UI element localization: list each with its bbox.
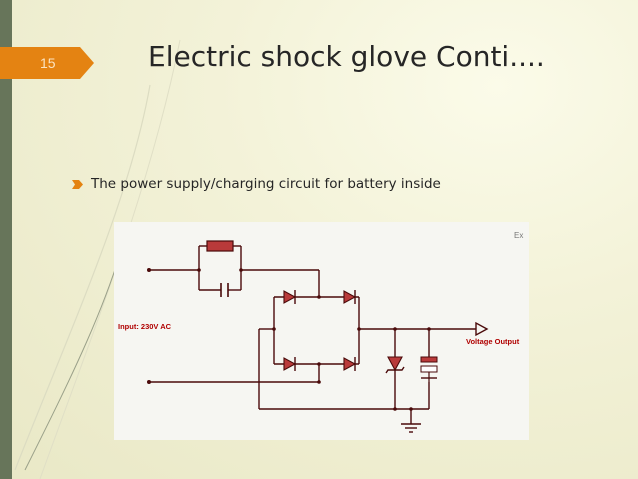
output-label: Voltage Output [466, 337, 520, 346]
left-accent-bar [0, 0, 12, 479]
input-label: Input: 230V AC [118, 322, 172, 331]
slide-number: 15 [40, 55, 56, 71]
corner-label: Ex [514, 231, 523, 240]
bullet-arrow-icon [72, 179, 83, 189]
circuit-schematic: Input: 230V AC Voltage Output Ex [114, 222, 529, 440]
slide-title: Electric shock glove Conti.... [148, 40, 545, 73]
slide-number-tag [0, 47, 94, 79]
bullet-item: The power supply/charging circuit for ba… [72, 176, 441, 192]
bullet-text: The power supply/charging circuit for ba… [91, 176, 441, 192]
